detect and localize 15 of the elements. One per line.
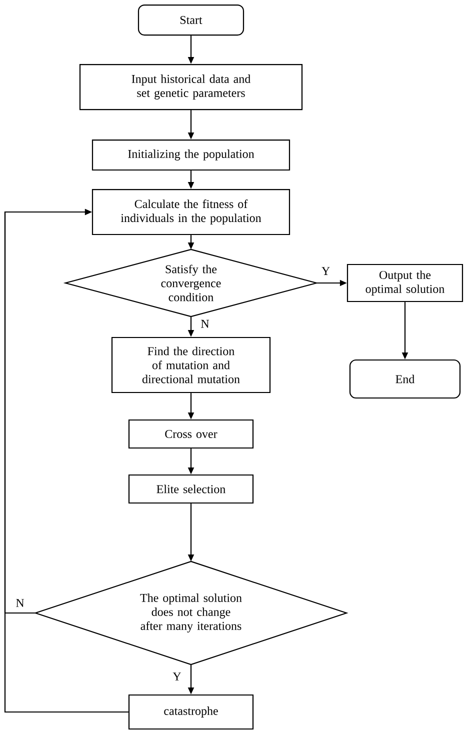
process-box: Initializing the population — [92, 139, 290, 171]
process-box: Calculate the fitness of individuals in the population — [92, 188, 290, 236]
process-box: Find the direction of mutation and directional mutation — [111, 336, 271, 394]
process-box: Elite selection — [128, 474, 254, 504]
edge-label: Y — [172, 672, 182, 682]
terminal-box: End — [349, 359, 461, 399]
edge-label: N — [14, 598, 26, 608]
process-box: Output the optimal solution — [346, 264, 464, 302]
terminal-box: Start — [138, 4, 244, 36]
process-box: Input historical data and set genetic parameters — [79, 64, 303, 110]
edge-label: Y — [320, 266, 332, 276]
process-box: Cross over — [128, 419, 254, 449]
edge-label: N — [200, 318, 210, 329]
arrow — [4, 208, 128, 713]
process-box: catastrophe — [128, 694, 254, 730]
